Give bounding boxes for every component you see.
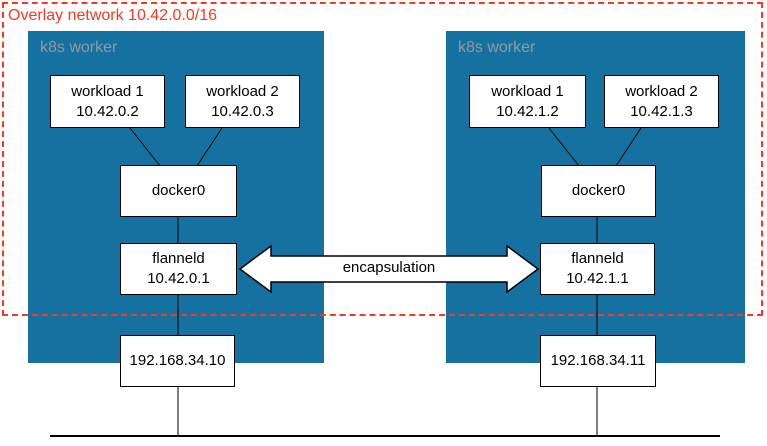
node-right-host-ip: 192.168.34.11 — [540, 335, 656, 387]
node-label: workload 1 — [491, 82, 564, 100]
link-right-workload1-docker0 — [548, 127, 580, 167]
node-left-workload1: workload 1 10.42.0.2 — [50, 75, 165, 128]
overlay-network-label: Overlay network 10.42.0.0/16 — [8, 7, 218, 24]
node-right-workload1: workload 1 10.42.1.2 — [469, 75, 586, 128]
node-left-workload2: workload 2 10.42.0.3 — [185, 75, 300, 128]
node-ip: 10.42.0.2 — [76, 102, 139, 120]
node-ip: 192.168.34.11 — [550, 352, 646, 369]
worker-title: k8s worker — [458, 39, 536, 56]
node-left-host-ip: 192.168.34.10 — [120, 335, 235, 387]
node-ip: 10.42.0.1 — [147, 270, 210, 287]
link-left-workload1-docker0 — [129, 127, 161, 167]
node-ip: 10.42.1.3 — [630, 102, 693, 120]
node-right-flanneld: flanneld 10.42.1.1 — [540, 243, 655, 295]
link-left-workload2-docker0 — [196, 127, 223, 167]
node-ip: 10.42.1.2 — [496, 102, 559, 120]
node-right-workload2: workload 2 10.42.1.3 — [604, 75, 719, 128]
node-ip: 10.42.1.1 — [566, 270, 629, 287]
node-label: workload 2 — [206, 82, 279, 100]
node-label: flanneld — [152, 250, 205, 267]
node-left-docker0: docker0 — [120, 165, 237, 217]
node-label: docker0 — [151, 182, 206, 199]
worker-title: k8s worker — [40, 39, 118, 56]
node-left-flanneld: flanneld 10.42.0.1 — [120, 243, 237, 295]
node-ip: 10.42.0.3 — [211, 102, 274, 120]
node-right-docker0: docker0 — [541, 165, 656, 217]
encapsulation-arrow — [238, 244, 540, 294]
node-label: workload 2 — [625, 82, 698, 100]
encapsulation-label: encapsulation — [342, 259, 436, 276]
node-label: flanneld — [571, 250, 624, 267]
node-label: workload 1 — [71, 82, 144, 100]
node-ip: 192.168.34.10 — [129, 352, 226, 369]
link-right-workload2-docker0 — [615, 127, 642, 167]
node-label: docker0 — [571, 182, 626, 199]
